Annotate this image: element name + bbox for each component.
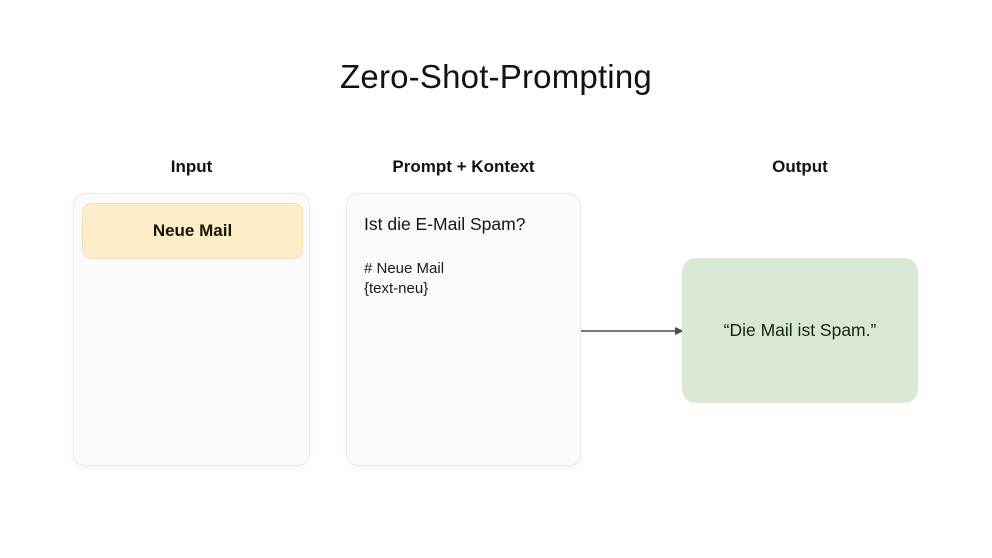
column-label-output: Output <box>772 157 828 176</box>
prompt-card: Ist die E-Mail Spam? # Neue Mail {text-n… <box>346 193 581 466</box>
column-label-prompt-kontext: Prompt + Kontext <box>392 157 535 176</box>
input-card: Neue Mail <box>73 193 310 466</box>
arrow-connector <box>581 327 684 335</box>
neue-mail-chip: Neue Mail <box>82 203 303 259</box>
neue-mail-label: Neue Mail <box>152 221 233 240</box>
page-title: Zero-Shot-Prompting <box>340 58 652 95</box>
prompt-question: Ist die E-Mail Spam? <box>364 214 526 234</box>
prompt-code-line-2: {text-neu} <box>364 280 429 297</box>
prompt-code-line-1: # Neue Mail <box>364 260 445 277</box>
output-result-box: “Die Mail ist Spam.” <box>682 258 918 403</box>
column-label-input: Input <box>170 157 213 176</box>
output-result-text: “Die Mail ist Spam.” <box>723 320 877 340</box>
